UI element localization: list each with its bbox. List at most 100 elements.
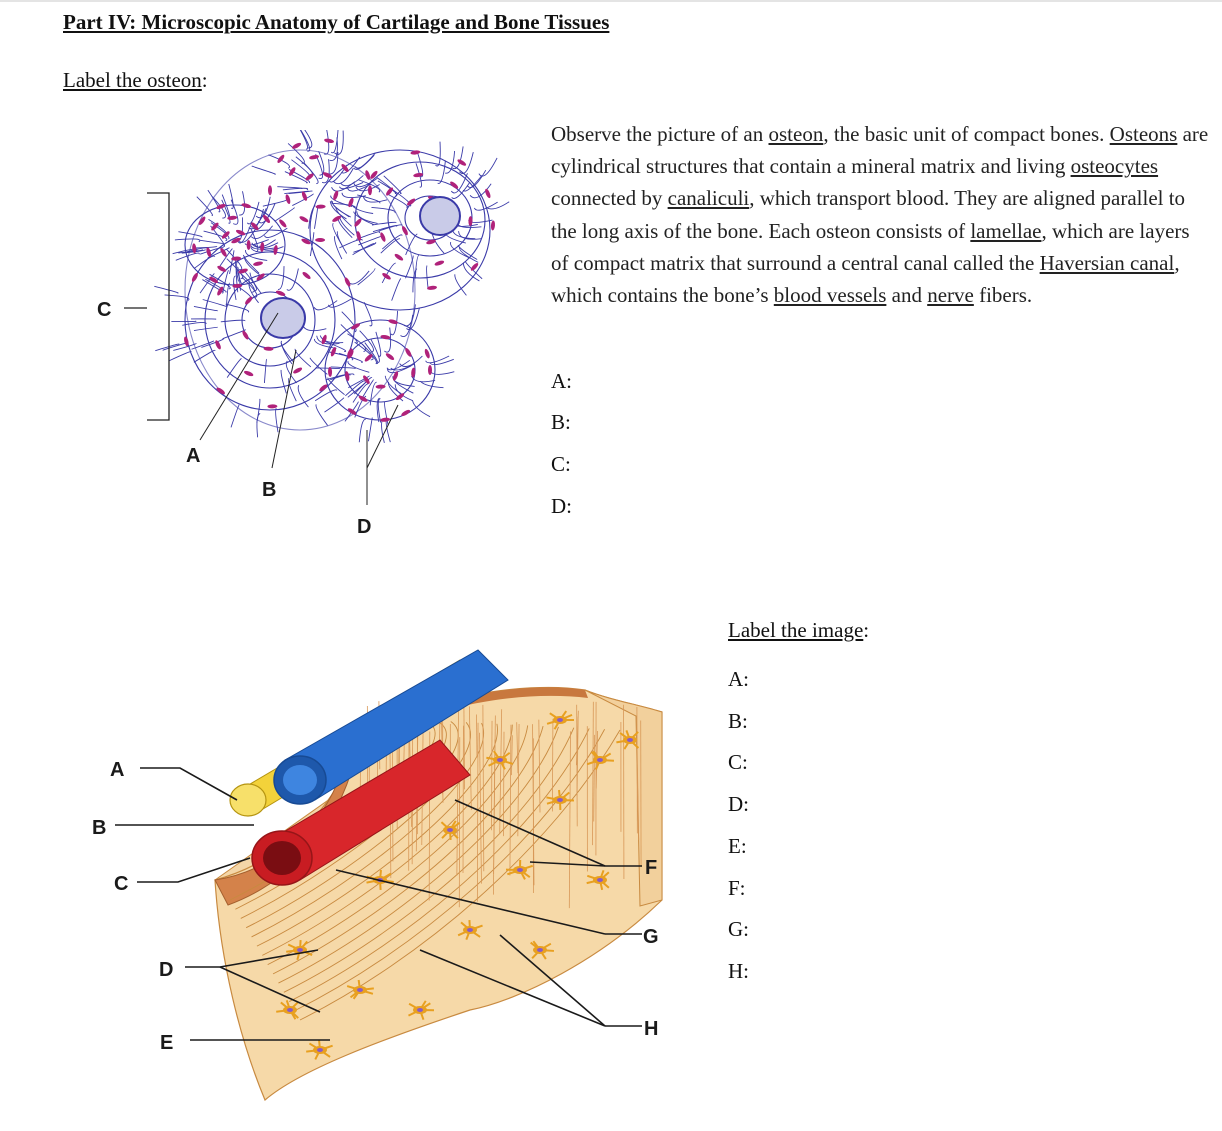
section1-heading-colon: : (201, 68, 208, 92)
canaliculus (478, 157, 498, 177)
osteocyte (348, 197, 354, 208)
canaliculus (426, 265, 429, 290)
canaliculus (237, 221, 253, 244)
canaliculus (275, 407, 279, 433)
lamella-line (499, 709, 503, 835)
canaliculus (229, 250, 235, 275)
canaliculus (174, 238, 201, 243)
lamella-line (262, 724, 513, 956)
canaliculus (313, 338, 337, 349)
osteocyte (238, 268, 248, 274)
canaliculus (334, 130, 344, 155)
osteocyte (256, 273, 265, 281)
canaliculus (268, 154, 290, 169)
lacuna (546, 789, 575, 811)
osteocyte (363, 375, 370, 384)
canaliculus (369, 381, 377, 406)
osteocyte (285, 194, 291, 205)
lacuna (457, 919, 483, 941)
canaliculus (371, 221, 397, 226)
canaliculus (246, 201, 260, 225)
canaliculus (450, 173, 468, 194)
osteocyte (231, 237, 241, 244)
canaliculus (380, 238, 401, 254)
canaliculus (230, 404, 240, 428)
canaliculus (339, 238, 363, 249)
osteocyte (470, 262, 479, 271)
osteocyte (279, 219, 287, 228)
osteocyte (375, 384, 386, 389)
osteocyte (215, 340, 221, 350)
lamella-line (256, 723, 498, 947)
canaliculus (300, 130, 311, 152)
canaliculus (445, 150, 456, 174)
canaliculus (329, 201, 347, 220)
canaliculus (371, 206, 396, 214)
canaliculus (193, 255, 216, 269)
image-label-e: E (160, 1032, 173, 1054)
osteocyte (347, 349, 354, 359)
canaliculus (358, 236, 381, 246)
canaliculus (355, 184, 380, 192)
osteocyte (315, 237, 326, 242)
canaliculus (458, 231, 482, 240)
canaliculus (391, 278, 402, 301)
canaliculus (193, 326, 218, 332)
osteocyte (241, 203, 252, 209)
osteocyte (395, 393, 405, 401)
canaliculus (411, 375, 436, 383)
page-title: Part IV: Microscopic Anatomy of Cartilag… (63, 10, 610, 34)
osteocyte (227, 215, 238, 220)
image-label-h: H (644, 1018, 658, 1040)
osteocyte (345, 371, 350, 381)
canaliculus (297, 384, 309, 408)
lamella-line (593, 734, 596, 822)
osteocyte (358, 395, 368, 402)
osteocyte (217, 286, 224, 296)
osteocyte (330, 347, 337, 357)
section1-heading-text: Label the osteon (63, 68, 202, 92)
canaliculus (457, 244, 478, 260)
canaliculus (352, 383, 369, 403)
image-answer-g: G: (728, 917, 749, 941)
lamella-line (468, 706, 472, 811)
lacuna (530, 940, 555, 960)
canaliculus (425, 355, 450, 364)
canaliculus (182, 322, 207, 326)
canaliculus (327, 377, 345, 396)
osteocyte (253, 261, 263, 266)
osteocyte (243, 370, 254, 377)
canaliculus (226, 258, 244, 279)
canaliculus (209, 273, 231, 290)
image-label-f: F (645, 857, 657, 879)
canaliculus (376, 397, 380, 423)
paragraph-text: fibers. (973, 283, 1033, 308)
canaliculus (414, 254, 420, 279)
osteocyte (347, 408, 357, 415)
osteocyte (382, 272, 391, 280)
osteocyte (262, 214, 271, 224)
osteocyte (268, 185, 273, 196)
canaliculus (319, 335, 344, 344)
image-answer-e: E: (728, 834, 747, 858)
underlined-term: canaliculi (667, 186, 750, 211)
canaliculus (285, 360, 297, 384)
canaliculus (318, 151, 325, 176)
osteocyte (184, 336, 189, 347)
canaliculus (308, 205, 316, 229)
osteocyte (392, 371, 399, 381)
canaliculus (368, 417, 373, 442)
osteocyte (309, 155, 320, 160)
lamella-line (456, 701, 459, 876)
osteocytes (184, 138, 495, 422)
osteocyte (344, 277, 351, 287)
osteocyte (217, 265, 227, 272)
lamella-line (251, 722, 484, 938)
canaliculus (251, 165, 276, 175)
canaliculus (284, 171, 308, 184)
osteocyte (364, 354, 373, 362)
osteocyte (388, 319, 398, 325)
canaliculus (394, 384, 413, 402)
canaliculus (248, 280, 259, 304)
osteocyte (216, 387, 225, 395)
